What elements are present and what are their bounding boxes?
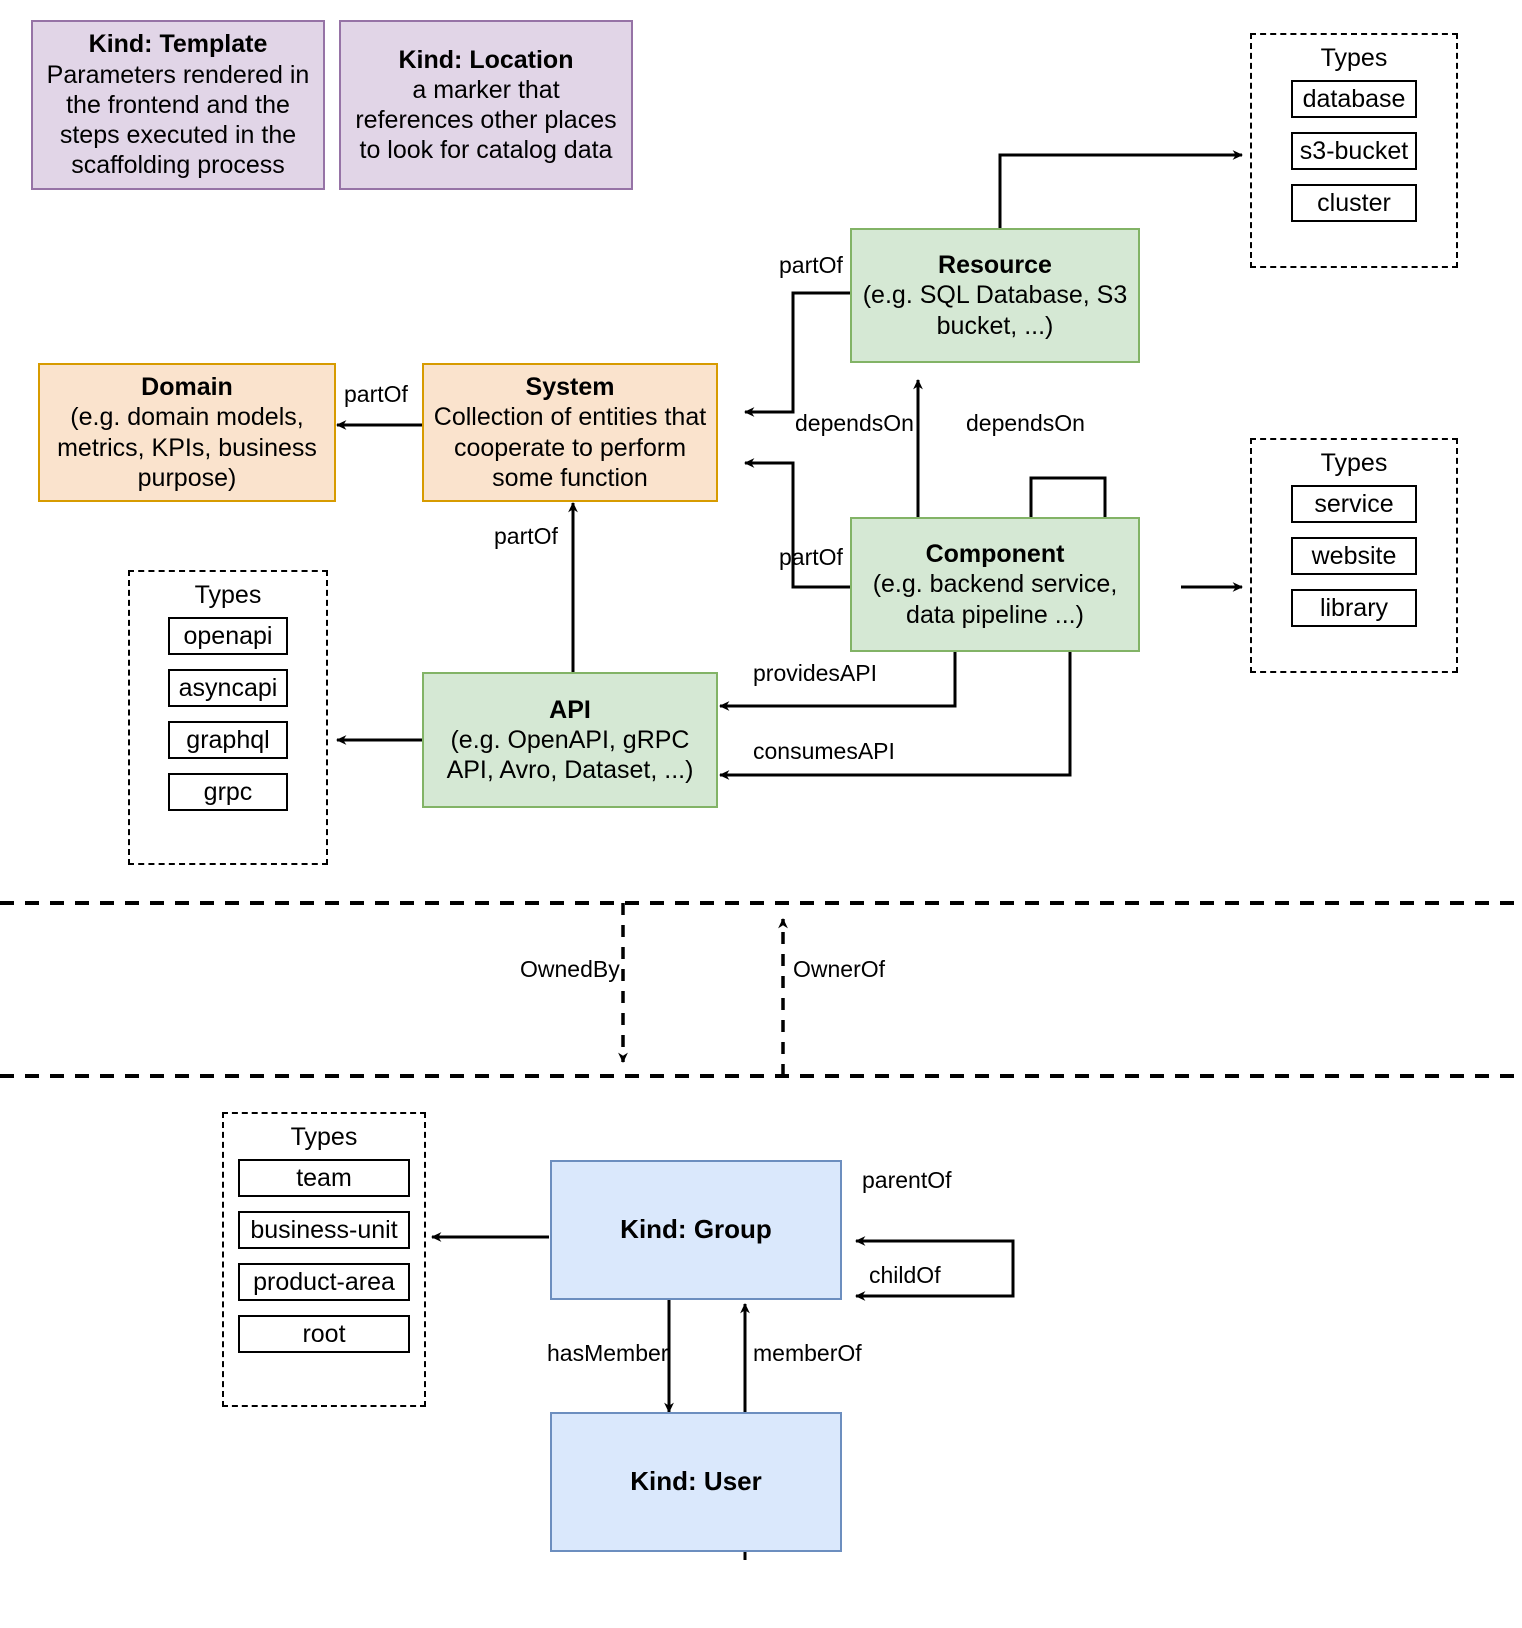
node-component-title: Component [925, 540, 1065, 569]
type-chip-cluster[interactable]: cluster [1291, 184, 1417, 222]
type-chip-graphql[interactable]: graphql [168, 721, 288, 759]
node-resource-desc: (e.g. SQL Database, S3 bucket, ...) [862, 281, 1128, 340]
node-group-title: Kind: Group [620, 1214, 772, 1245]
types-box-resource: Types database s3-bucket cluster [1250, 33, 1458, 268]
node-domain[interactable]: Domain (e.g. domain models, metrics, KPI… [38, 363, 336, 502]
node-domain-desc: (e.g. domain models, metrics, KPIs, busi… [57, 403, 317, 492]
node-resource[interactable]: Resource (e.g. SQL Database, S3 bucket, … [850, 228, 1140, 363]
node-location-title: Kind: Location [398, 45, 574, 74]
edge-label-memberof: memberOf [753, 1340, 862, 1366]
node-user[interactable]: Kind: User [550, 1412, 842, 1552]
edge-label-ownedby: OwnedBy [520, 956, 620, 982]
edge-label-component-dependson-component: dependsOn [966, 410, 1085, 436]
edge-label-consumesapi: consumesAPI [753, 738, 895, 764]
edge-resource-types [998, 150, 1244, 237]
edge-label-resource-partof: partOf [779, 252, 843, 278]
node-api-desc: (e.g. OpenAPI, gRPC API, Avro, Dataset, … [446, 725, 694, 785]
node-resource-title: Resource [938, 251, 1052, 280]
type-chip-library[interactable]: library [1291, 589, 1417, 627]
type-chip-root[interactable]: root [238, 1315, 410, 1353]
types-label-resource: Types [1320, 44, 1388, 72]
node-component-desc: (e.g. backend service, data pipeline ...… [872, 570, 1118, 629]
node-api-title: API [549, 695, 591, 724]
node-system-title: System [525, 373, 615, 401]
node-system[interactable]: System Collection of entities that coope… [422, 363, 718, 502]
edge-label-ownerof: OwnerOf [793, 956, 886, 982]
types-box-group: Types team business-unit product-area ro… [222, 1112, 426, 1407]
type-chip-business-unit[interactable]: business-unit [238, 1211, 410, 1249]
node-user-title: Kind: User [630, 1466, 762, 1497]
node-api[interactable]: API (e.g. OpenAPI, gRPC API, Avro, Datas… [422, 672, 718, 808]
node-component[interactable]: Component (e.g. backend service, data pi… [850, 517, 1140, 652]
node-template-desc: Parameters rendered in the frontend and … [46, 60, 310, 180]
type-chip-database[interactable]: database [1291, 80, 1417, 118]
edge-label-api-partof: partOf [494, 523, 558, 549]
edge-label-providesapi: providesAPI [753, 660, 878, 686]
types-box-api: Types openapi asyncapi graphql grpc [128, 570, 328, 865]
node-domain-title: Domain [141, 373, 233, 401]
edge-label-childof: childOf [869, 1262, 941, 1288]
edge-label-parentof: parentOf [862, 1167, 952, 1193]
edge-label-hasmember: hasMember [547, 1340, 669, 1366]
edge-label-component-dependson-resource: dependsOn [795, 410, 914, 436]
edge-label-system-partof: partOf [344, 381, 408, 407]
node-location[interactable]: Kind: Location a marker that references … [339, 20, 633, 190]
type-chip-openapi[interactable]: openapi [168, 617, 288, 655]
types-label-group: Types [290, 1123, 358, 1151]
types-box-component: Types service website library [1250, 438, 1458, 673]
types-label-api: Types [194, 581, 262, 609]
type-chip-s3-bucket[interactable]: s3-bucket [1291, 132, 1417, 170]
type-chip-asyncapi[interactable]: asyncapi [168, 669, 288, 707]
edge-label-component-partof: partOf [779, 544, 843, 570]
types-label-component: Types [1320, 449, 1388, 477]
type-chip-website[interactable]: website [1291, 537, 1417, 575]
node-location-desc: a marker that references other places to… [355, 75, 617, 165]
node-template-title: Kind: Template [88, 30, 268, 59]
type-chip-service[interactable]: service [1291, 485, 1417, 523]
node-template[interactable]: Kind: Template Parameters rendered in th… [31, 20, 325, 190]
node-system-desc: Collection of entities that cooperate to… [433, 403, 707, 492]
type-chip-grpc[interactable]: grpc [168, 773, 288, 811]
type-chip-product-area[interactable]: product-area [238, 1263, 410, 1301]
type-chip-team[interactable]: team [238, 1159, 410, 1197]
node-group[interactable]: Kind: Group [550, 1160, 842, 1300]
